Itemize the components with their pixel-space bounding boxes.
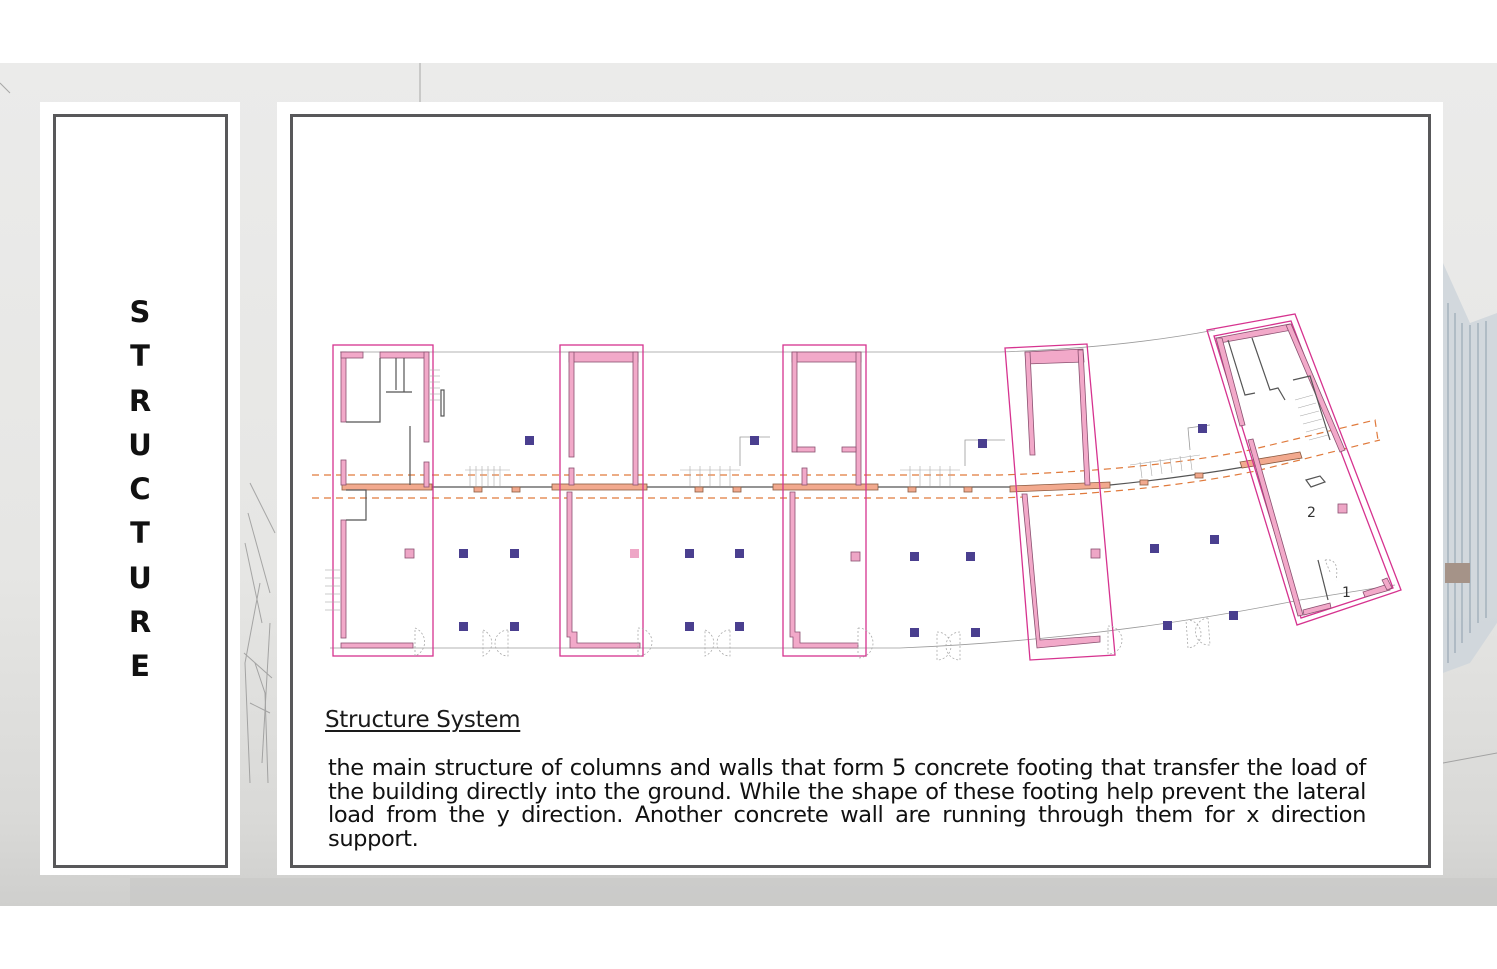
title-letter: C bbox=[129, 472, 151, 507]
columns bbox=[404, 424, 1348, 637]
background-sketch-drawing bbox=[0, 63, 1497, 906]
title-letter: U bbox=[128, 427, 152, 462]
title-letter: S bbox=[129, 295, 151, 329]
footing-5: 2 1 bbox=[1129, 313, 1402, 626]
sidebar-frame bbox=[53, 114, 228, 868]
description-paragraph: the main structure of columns and walls … bbox=[328, 755, 1366, 852]
x-direction-guides bbox=[312, 419, 1381, 499]
footing-1 bbox=[325, 344, 445, 657]
vertical-title: S T R U C T U R E bbox=[53, 290, 227, 689]
unit-label-2: 2 bbox=[1307, 505, 1316, 521]
title-letter: T bbox=[130, 339, 150, 374]
footing-3 bbox=[680, 344, 867, 657]
title-letter: R bbox=[128, 383, 152, 418]
unit-label-1: 1 bbox=[1342, 585, 1351, 601]
section-heading: Structure System bbox=[325, 707, 521, 733]
title-letter: R bbox=[128, 605, 152, 640]
title-letter: E bbox=[130, 649, 150, 684]
door-swings bbox=[414, 617, 1211, 661]
footing-2 bbox=[465, 344, 644, 657]
title-letter: U bbox=[128, 560, 152, 595]
title-letter: T bbox=[130, 516, 150, 551]
footing-4 bbox=[900, 343, 1116, 661]
